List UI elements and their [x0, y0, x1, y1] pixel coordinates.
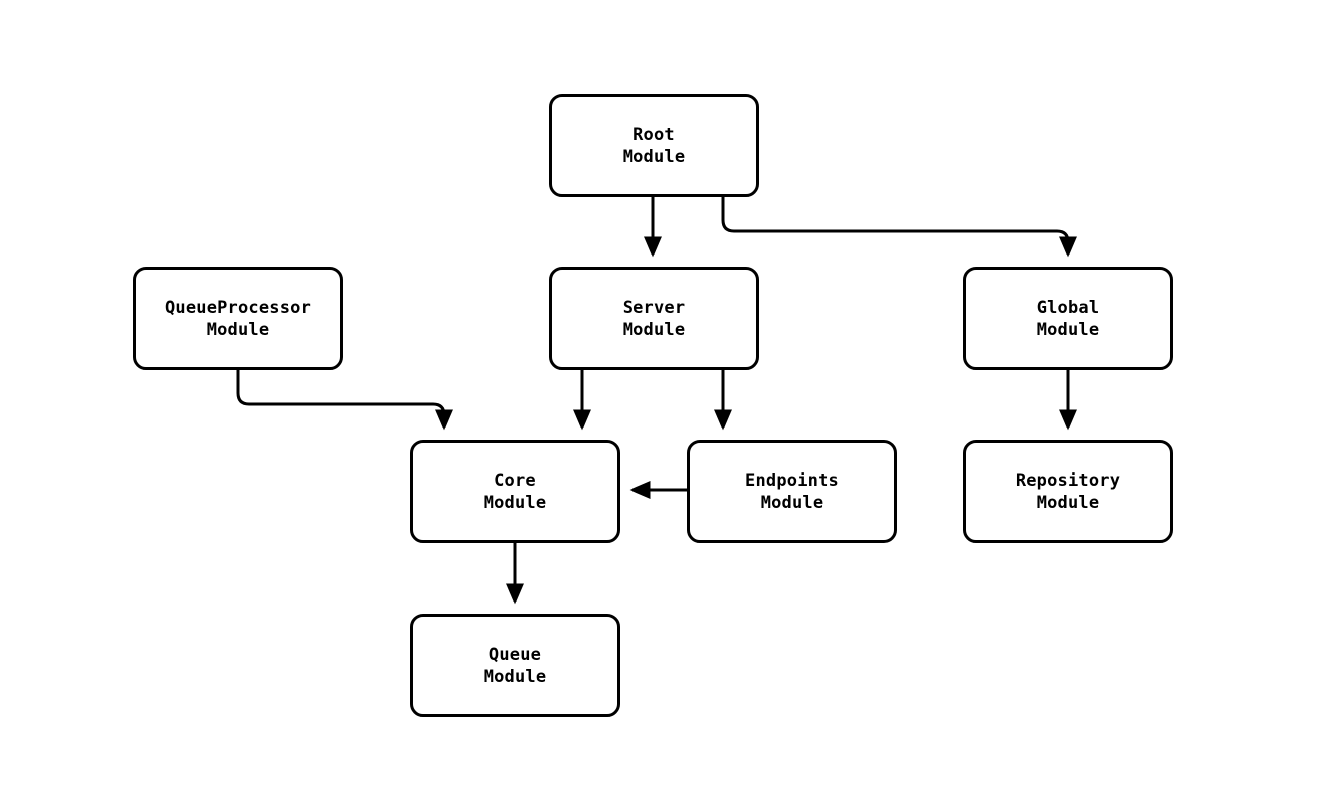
node-queueprocessor-module-label: QueueProcessor Module: [164, 297, 312, 340]
node-queueprocessor-module[interactable]: QueueProcessor Module: [133, 267, 343, 370]
node-core-module[interactable]: Core Module: [410, 440, 620, 543]
node-core-module-label: Core Module: [483, 470, 547, 513]
edge-queueprocessor-to-core: [236, 370, 453, 431]
node-global-module[interactable]: Global Module: [963, 267, 1173, 370]
node-endpoints-module[interactable]: Endpoints Module: [687, 440, 897, 543]
node-repository-module-label: Repository Module: [1015, 470, 1121, 513]
node-root-module[interactable]: Root Module: [549, 94, 759, 197]
node-root-module-label: Root Module: [622, 124, 686, 167]
node-global-module-label: Global Module: [1036, 297, 1100, 340]
node-server-module-label: Server Module: [622, 297, 686, 340]
node-queue-module[interactable]: Queue Module: [410, 614, 620, 717]
node-repository-module[interactable]: Repository Module: [963, 440, 1173, 543]
node-endpoints-module-label: Endpoints Module: [745, 470, 839, 513]
node-server-module[interactable]: Server Module: [549, 267, 759, 370]
edge-root-to-global: [721, 197, 1077, 258]
node-queue-module-label: Queue Module: [483, 644, 547, 687]
